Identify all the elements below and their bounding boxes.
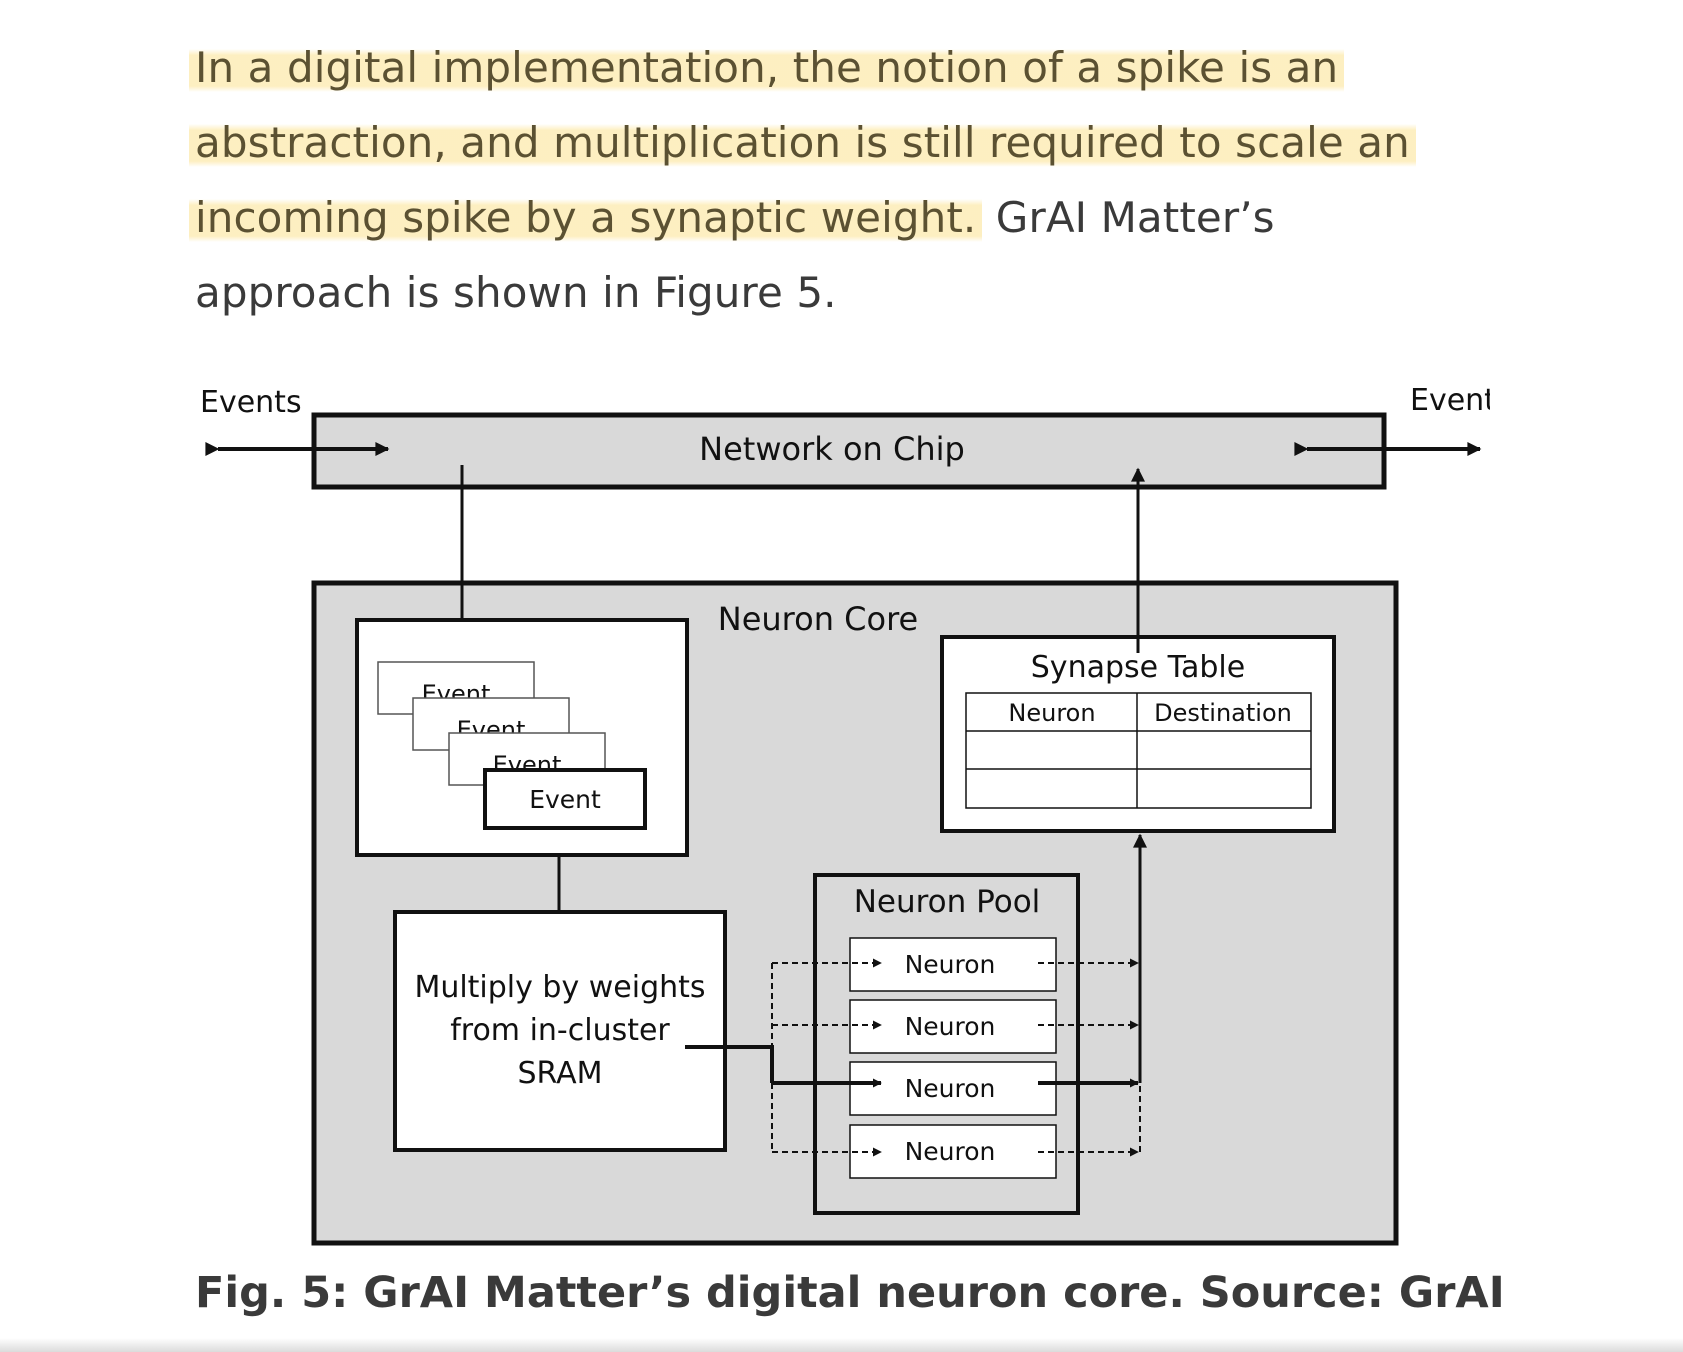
- highlighted-text[interactable]: In a digital implementation, the notion …: [189, 43, 1416, 242]
- synapse-table-grid: [965, 692, 1312, 809]
- events-right-label: Events: [1410, 385, 1490, 418]
- synapse-header-neuron: Neuron: [1008, 699, 1095, 727]
- neuron-label-3: Neuron: [905, 1074, 996, 1103]
- neuron-core-label: Neuron Core: [718, 600, 918, 638]
- neuron-box-4: [849, 1124, 1057, 1179]
- neuron-pool-label: Neuron Pool: [854, 884, 1041, 920]
- neuron-box-2: [849, 999, 1057, 1054]
- synapse-header-destination: Destination: [1154, 699, 1292, 727]
- neuron-label-1: Neuron: [905, 950, 996, 979]
- multiply-to-neurons-wiring: [685, 958, 882, 1157]
- diagram-svg: Network on Chip Events Events Neuron Cor…: [200, 385, 1490, 1246]
- event-card-4: [483, 768, 647, 830]
- bottom-edge-shadow: [0, 1338, 1683, 1352]
- neuron-label-4: Neuron: [905, 1137, 996, 1166]
- neurons-to-synapse-wiring: [1038, 833, 1147, 1157]
- paragraph-text: GrAI Matter’s approach is shown in Figur…: [195, 193, 1275, 317]
- events-left-label: Events: [200, 385, 302, 420]
- figure-caption: Fig. 5: GrAI Matter’s digital neuron cor…: [195, 1268, 1505, 1318]
- neuron-box-1: [849, 937, 1057, 992]
- multiply-line-2: from in-cluster: [450, 1013, 670, 1048]
- paragraph: In a digital implementation, the notion …: [189, 30, 1485, 330]
- event-card-4-label: Event: [529, 785, 601, 814]
- figure-neuron-core-diagram: Network on Chip Events Events Neuron Cor…: [190, 385, 1490, 1265]
- synapse-table-box: [940, 635, 1336, 833]
- article-body: In a digital implementation, the notion …: [189, 30, 1485, 330]
- multiply-line-3: SRAM: [517, 1056, 602, 1091]
- multiply-line-1: Multiply by weights: [414, 970, 705, 1005]
- multiply-box: [393, 910, 727, 1152]
- network-on-chip-label: Network on Chip: [699, 430, 965, 468]
- neuron-box-3: [849, 1061, 1057, 1116]
- synapse-table-title: Synapse Table: [1031, 650, 1245, 685]
- neuron-label-2: Neuron: [905, 1012, 996, 1041]
